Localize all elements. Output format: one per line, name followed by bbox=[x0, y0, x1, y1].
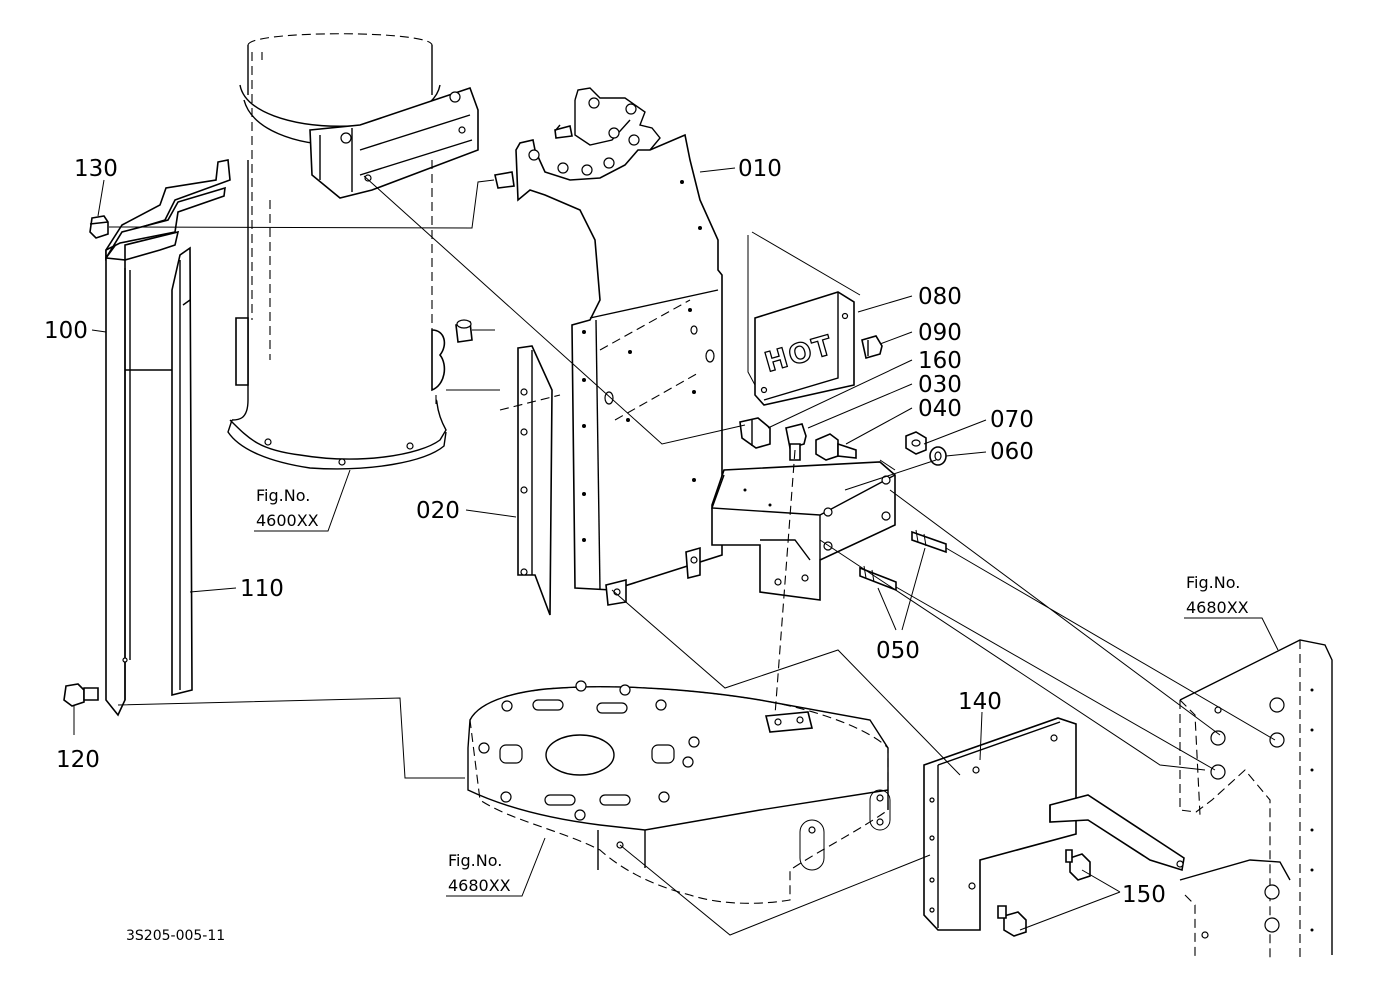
callout-120: 120 bbox=[56, 747, 100, 773]
hot-warning-plate-080: HOT bbox=[754, 291, 855, 406]
callout-060: 060 bbox=[990, 439, 1034, 465]
callout-020: 020 bbox=[416, 498, 460, 524]
bracket-140 bbox=[923, 717, 1185, 937]
exhaust-muffler-ghost bbox=[227, 33, 500, 470]
callout-110: 110 bbox=[240, 576, 284, 602]
assembly-lines bbox=[91, 167, 1276, 936]
callout-090: 090 bbox=[918, 320, 962, 346]
transmission-housing-ghost bbox=[467, 680, 891, 904]
figure-ref-number: 4680XX bbox=[448, 876, 511, 895]
figure-reference-4680xx-frame: Fig.No. 4680XX bbox=[1184, 573, 1279, 651]
bolt-040 bbox=[815, 433, 839, 461]
figure-ref-label: Fig.No. bbox=[448, 851, 502, 870]
bolt-120 bbox=[63, 683, 99, 735]
bolt-090 bbox=[861, 335, 883, 360]
figure-ref-label: Fig.No. bbox=[256, 486, 310, 505]
figure-ref-number: 4600XX bbox=[256, 511, 319, 530]
callout-050: 050 bbox=[876, 638, 920, 664]
callout-100: 100 bbox=[44, 318, 88, 344]
drawing-code: 3S205-005-11 bbox=[126, 928, 225, 944]
figure-reference-4680xx-housing: Fig.No. 4680XX bbox=[446, 837, 546, 897]
callout-040: 040 bbox=[918, 396, 962, 422]
bracket-010 bbox=[494, 87, 896, 606]
callout-160: 160 bbox=[918, 348, 962, 374]
callout-150: 150 bbox=[1122, 882, 1166, 908]
nut-130 bbox=[89, 179, 109, 239]
frame-ghost-right bbox=[1179, 639, 1333, 960]
bolt-160 bbox=[739, 417, 771, 449]
callout-070: 070 bbox=[990, 407, 1034, 433]
figure-reference-4600xx: Fig.No. 4600XX bbox=[254, 469, 351, 532]
figure-ref-number: 4680XX bbox=[1186, 598, 1249, 617]
callout-010: 010 bbox=[738, 156, 782, 182]
callout-080: 080 bbox=[918, 284, 962, 310]
figure-ref-label: Fig.No. bbox=[1186, 573, 1240, 592]
callout-140: 140 bbox=[958, 689, 1002, 715]
plate-020 bbox=[499, 345, 561, 616]
part-callouts: 010 020 030 040 050 060 070 080 090 100 … bbox=[44, 156, 1166, 908]
callout-030: 030 bbox=[918, 372, 962, 398]
callout-130: 130 bbox=[74, 156, 118, 182]
heat-shield-assembly bbox=[105, 159, 495, 779]
